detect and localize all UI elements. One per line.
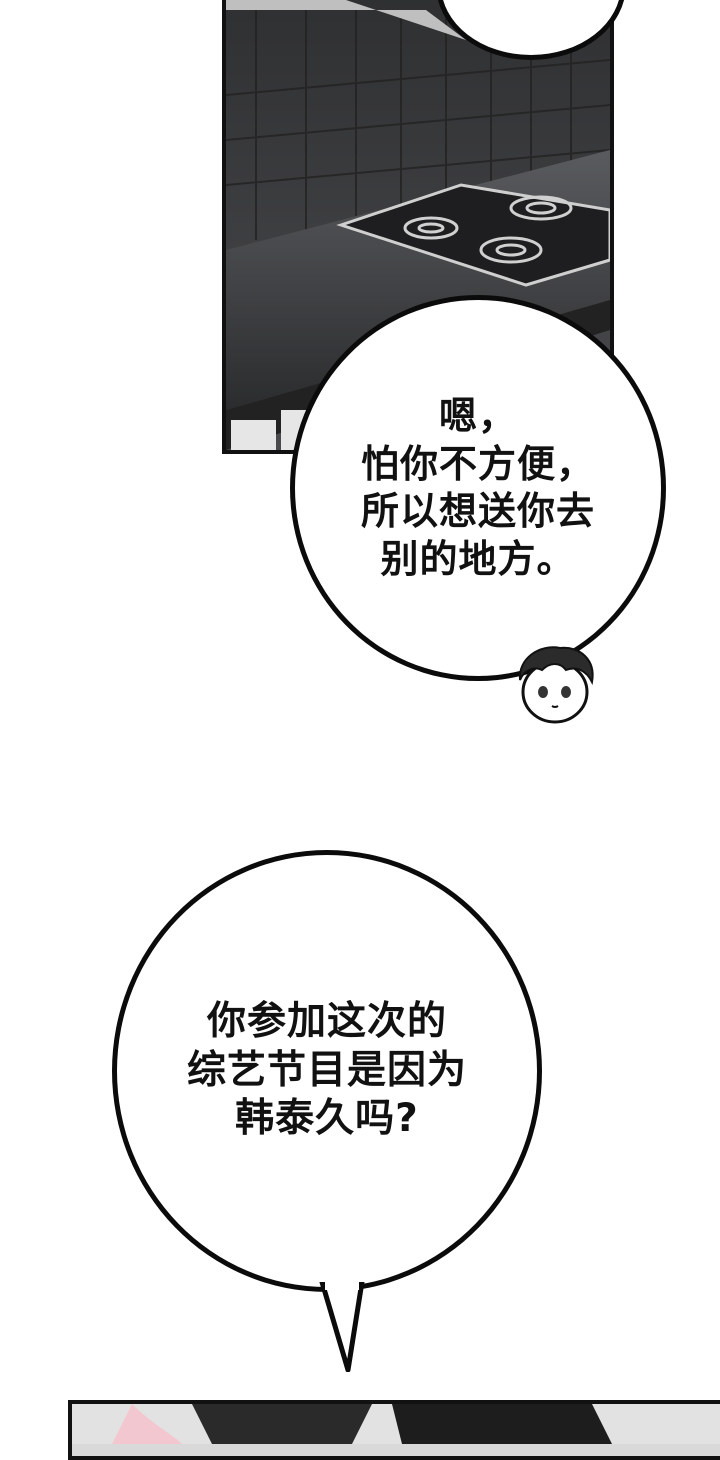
bubble-2-line: 你参加这次的 [206,998,447,1044]
character-face-icon [518,646,594,724]
speech-bubble-1: 嗯， 怕你不方便， 所以想送你去 别的地方。 [290,295,666,681]
speech-bubble-2-tail [319,1282,365,1372]
bubble-2-line: 综艺节目是因为 [186,1047,467,1093]
bubble-1-line: 嗯， [438,394,517,438]
next-panel-illustration [72,1404,720,1444]
bubble-1-text: 嗯， 怕你不方便， 所以想送你去 别的地方。 [361,393,595,583]
bubble-2-text: 你参加这次的 综艺节目是因为 韩泰久吗? [187,998,467,1144]
bubble-1-line: 所以想送你去 [360,489,595,533]
bubble-1-line: 怕你不方便， [360,441,595,486]
speech-bubble-2: 你参加这次的 综艺节目是因为 韩泰久吗? [112,850,542,1292]
bubble-2-line: 韩泰久吗? [235,1096,419,1142]
bubble-1-line: 别的地方。 [380,536,576,581]
next-panel [68,1400,720,1460]
